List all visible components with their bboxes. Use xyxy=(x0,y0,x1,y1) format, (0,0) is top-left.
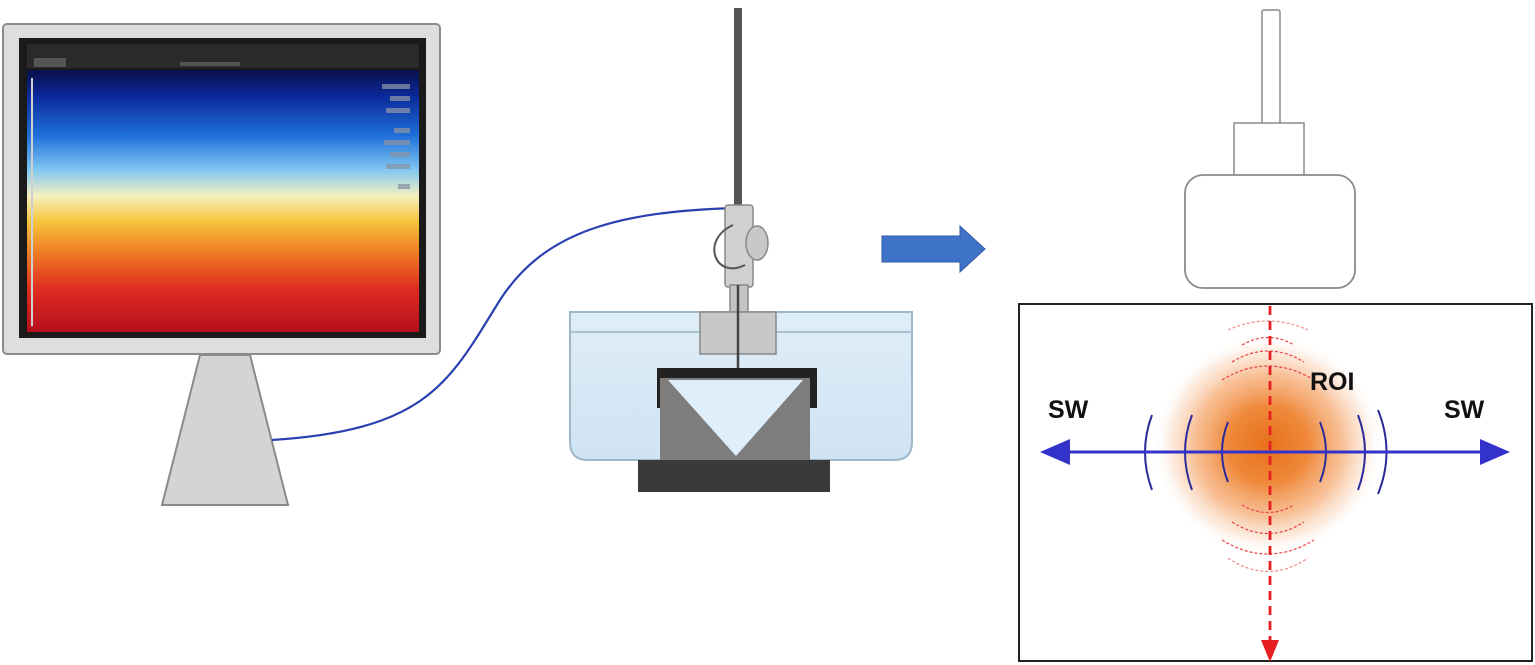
sw-label-left: SW xyxy=(1048,396,1089,424)
elastography-heatmap xyxy=(27,70,419,332)
probe-cable-loop xyxy=(713,224,746,270)
probe-clamp-knob xyxy=(745,225,769,261)
screen-header-button xyxy=(34,58,66,67)
screen-header-text xyxy=(180,62,240,66)
transducer-neck xyxy=(1233,122,1305,179)
phantom-inclusion xyxy=(668,380,803,456)
right-arrow-icon xyxy=(881,224,986,274)
tank-base xyxy=(638,460,830,492)
probe-cable xyxy=(271,206,734,442)
probe-stand-icon xyxy=(569,8,913,492)
transducer-icon xyxy=(1184,9,1356,289)
push-wavefronts-top xyxy=(1221,320,1315,381)
transducer-body xyxy=(1184,174,1356,289)
screen-side-annotations xyxy=(382,84,410,189)
roi-region xyxy=(1153,335,1383,555)
monitor-icon xyxy=(2,23,441,506)
push-beam-arrow xyxy=(1261,306,1279,662)
tissue-panel: SW SW ROI xyxy=(1018,303,1533,662)
monitor-stand xyxy=(160,354,290,506)
shear-wave-arrow-left xyxy=(1040,439,1268,465)
roi-label: ROI xyxy=(1310,368,1354,396)
push-wavefronts-bottom xyxy=(1221,504,1315,573)
transducer-cable xyxy=(1261,9,1281,126)
probe-rod xyxy=(734,8,742,208)
shear-wave-arrow-right xyxy=(1268,439,1510,465)
sw-label-right: SW xyxy=(1444,396,1485,424)
